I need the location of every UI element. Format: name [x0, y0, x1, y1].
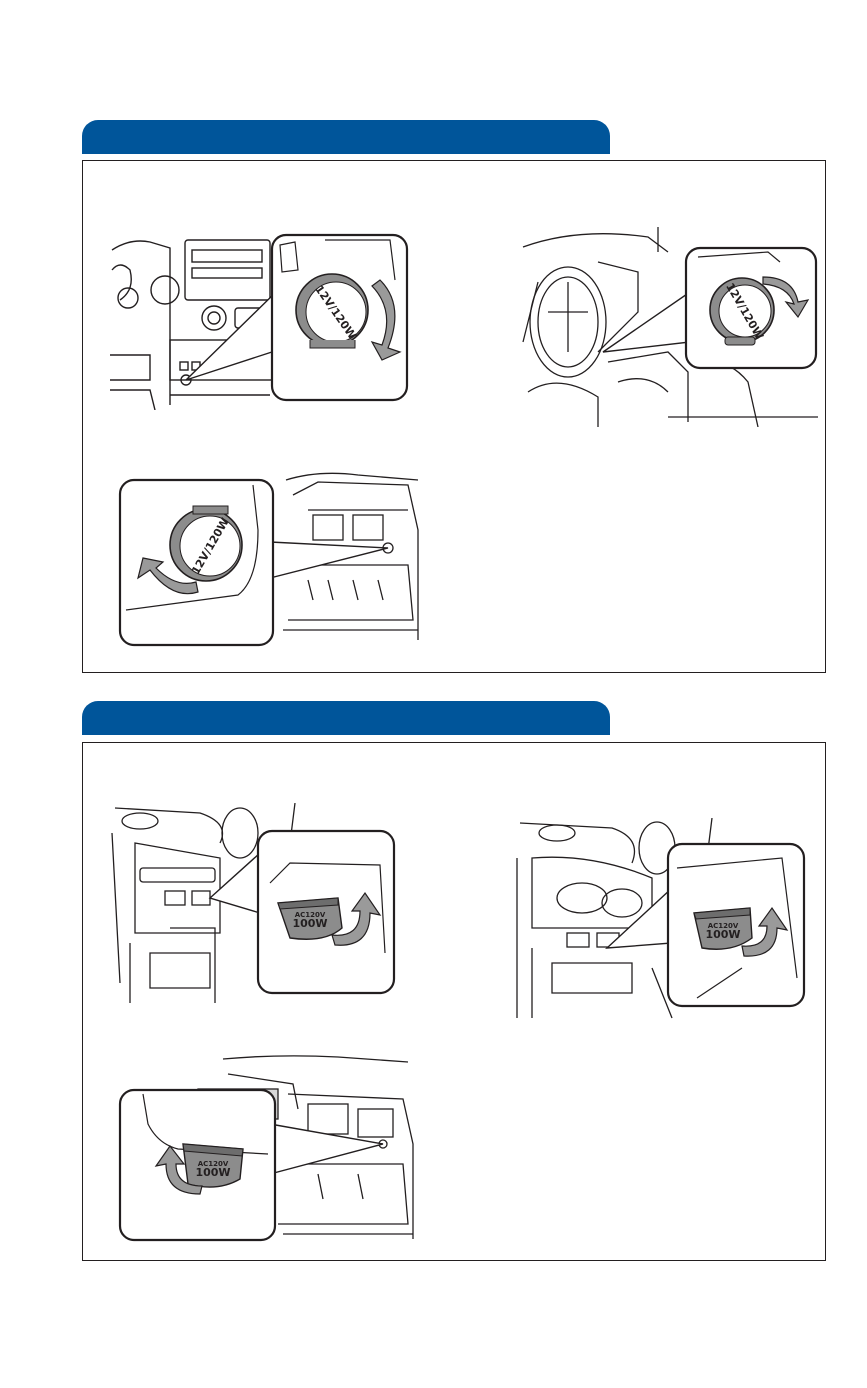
illustration-cargo-ac-outlet: AC120V 100W: [118, 1054, 414, 1244]
rear-console-cap-line2: 100W: [292, 917, 327, 930]
illustration-cargo-outlet: 12V/120W: [118, 470, 423, 650]
section-header-ac: [82, 701, 610, 735]
illustration-dash-outlet: 12V/120W: [110, 230, 410, 410]
cargo-ac-cap-line2: 100W: [195, 1166, 230, 1179]
illustration-console-outlet: 12V/120W: [518, 222, 820, 427]
center-console-cap-line2: 100W: [705, 928, 740, 941]
illustration-rear-console-outlet: AC120V 100W: [110, 803, 398, 1006]
illustration-center-console-outlet: AC120V 100W: [512, 818, 808, 1022]
section-header-12v: [82, 120, 610, 154]
